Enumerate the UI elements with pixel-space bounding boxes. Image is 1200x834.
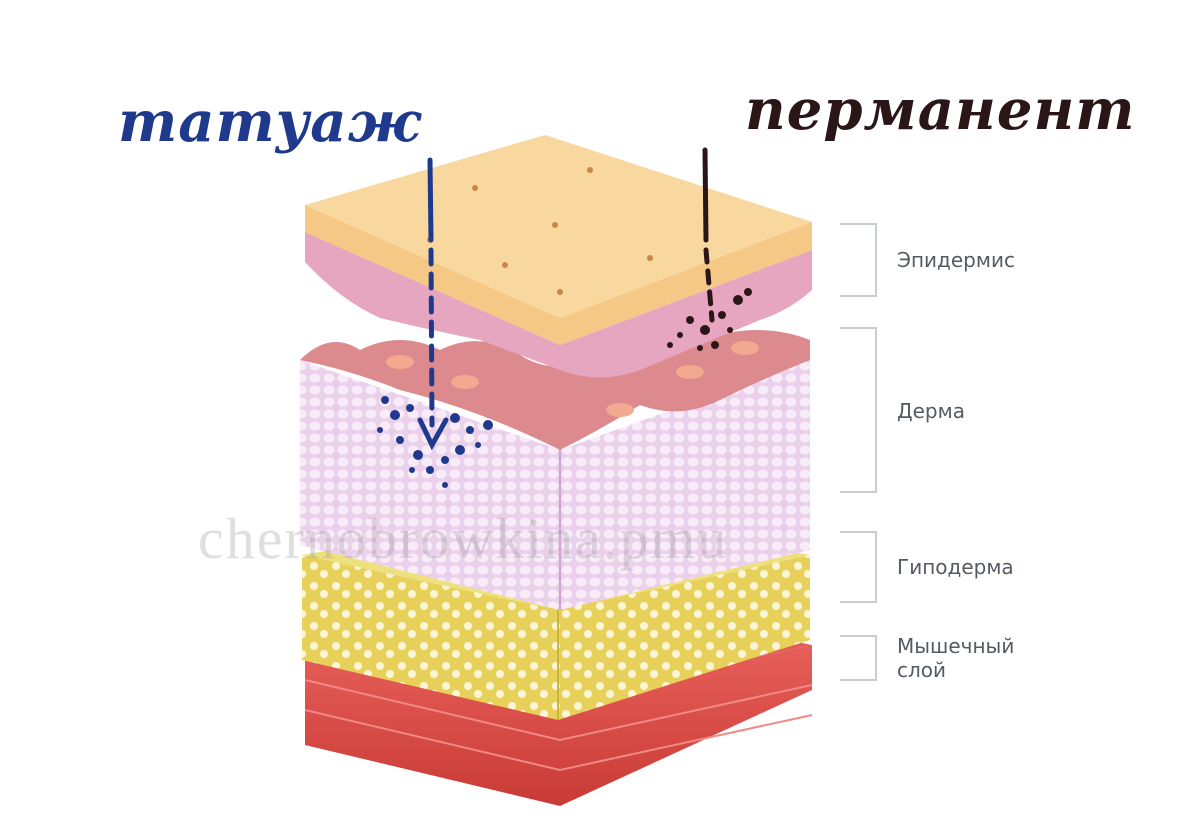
permanent-pigment-path [667,147,752,351]
watermark: chernobrowkina.pmu [198,506,729,571]
tattoo-pigment-path [377,157,493,488]
label-hypodermis: Гиподерма [897,555,1014,579]
dermis-layer [300,330,810,610]
label-epidermis: Эпидермис [897,248,1015,272]
label-muscle-layer: Мышечный слой [897,634,1015,682]
bracket-muscle [840,635,877,681]
label-dermis: Дерма [897,399,965,423]
permanent-handwritten-label: перманент [745,77,1136,143]
layer-brackets [840,223,877,681]
bracket-dermis [840,327,877,493]
tattoo-handwritten-label: татуаж [118,89,422,155]
bracket-hypodermis [840,531,877,603]
permanent-pigment-cluster [667,288,752,351]
bracket-epidermis [840,223,877,297]
tattoo-pigment-cluster [377,396,493,488]
